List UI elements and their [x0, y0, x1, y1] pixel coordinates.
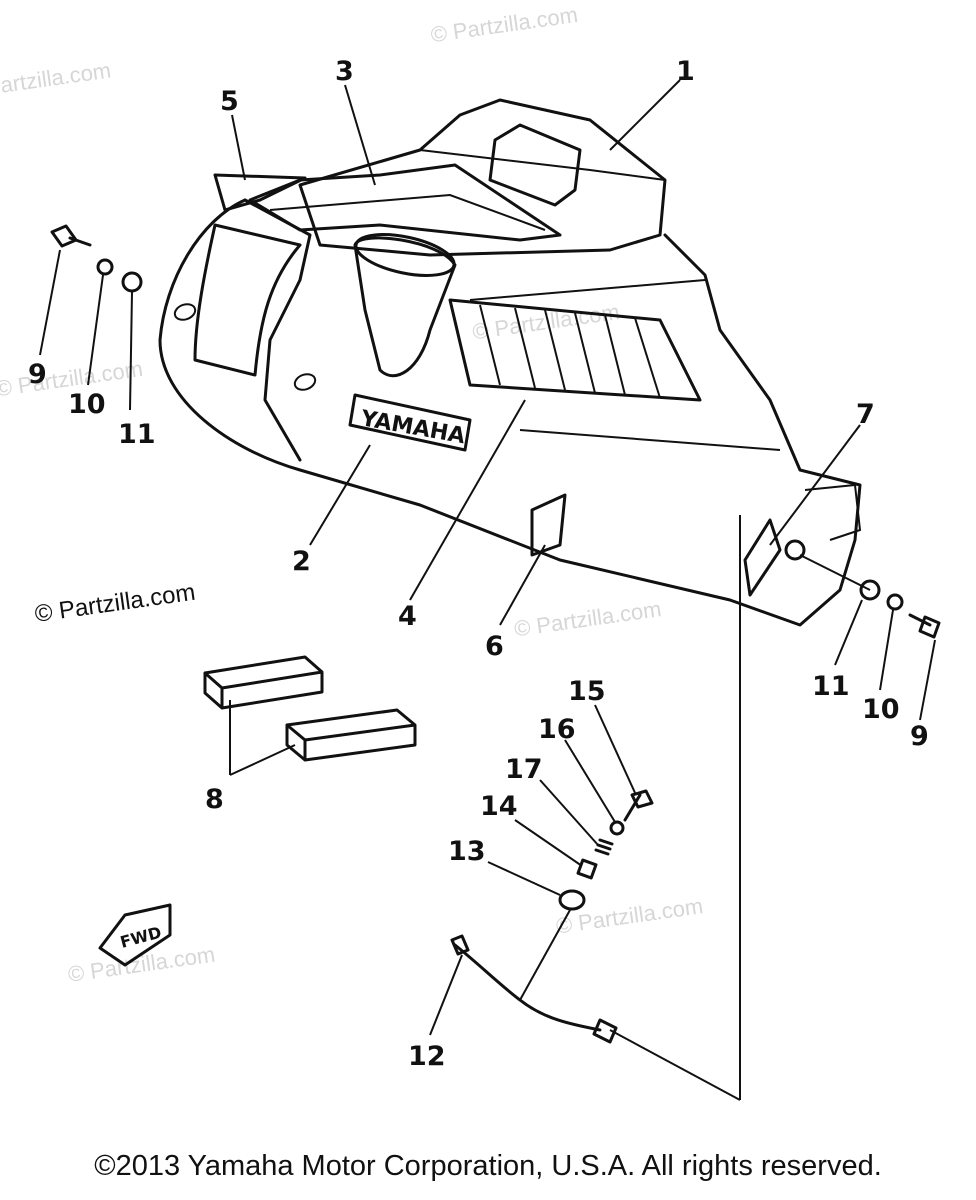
spring — [594, 838, 614, 856]
label-part-7: 7 — [856, 399, 875, 430]
label-part-12: 12 — [408, 1041, 446, 1072]
label-part-4: 4 — [398, 601, 417, 632]
foam-pad — [203, 655, 324, 710]
right-fastener-axis — [799, 554, 871, 591]
label-part-5: 5 — [220, 86, 239, 117]
label-part-10-left: 10 — [68, 389, 106, 420]
cover-upper-strip — [248, 163, 562, 242]
cover-flap — [213, 173, 307, 212]
label-part-16: 16 — [538, 714, 576, 745]
left-bolt — [50, 224, 92, 248]
lower-hardware — [450, 789, 741, 1101]
label-part-17: 17 — [505, 754, 543, 785]
vent-slats — [479, 304, 661, 399]
watermark: © Partzilla.com — [66, 942, 216, 987]
right-bolt — [908, 613, 941, 639]
cable-clip — [592, 1018, 618, 1044]
label-part-14: 14 — [480, 791, 518, 822]
hardware-axis — [519, 909, 571, 1001]
foam-pad — [285, 708, 417, 762]
side-emblem — [743, 518, 782, 597]
cover-strip-line — [269, 193, 546, 231]
washer — [609, 820, 625, 836]
cover-top-window — [488, 123, 582, 207]
right-fasteners — [799, 554, 941, 639]
screw — [623, 789, 654, 822]
label-part-1: 1 — [676, 56, 695, 87]
fwd-arrow — [98, 903, 172, 967]
main-watermark: © Partzilla.com — [33, 579, 197, 628]
watermark: © Partzilla.com — [554, 893, 704, 938]
copyright-notice: ©2013 Yamaha Motor Corporation, U.S.A. A… — [94, 1150, 882, 1182]
label-part-13: 13 — [448, 836, 486, 867]
label-part-2: 2 — [292, 546, 311, 577]
label-part-9-right: 9 — [910, 721, 929, 752]
vent-grille — [448, 298, 702, 402]
spacer — [558, 889, 586, 911]
side-grommet — [784, 539, 806, 561]
cover-body-outline — [158, 198, 862, 627]
left-washer — [96, 258, 114, 276]
label-part-11-right: 11 — [812, 671, 850, 702]
cover-front-bolt — [173, 303, 197, 321]
engine-cover: YAMAHA — [158, 98, 862, 1100]
left-fasteners — [50, 224, 143, 293]
watermark-layer: © Partzilla.com © Partzilla.com © Partzi… — [0, 2, 705, 987]
label-part-6: 6 — [485, 631, 504, 662]
cover-front-recess — [193, 223, 302, 377]
cover-top-ridge — [419, 149, 666, 181]
cover-mid-line — [469, 279, 781, 451]
label-part-8: 8 — [205, 784, 224, 815]
leader-lines — [39, 79, 936, 1036]
cover-logo: YAMAHA — [358, 406, 467, 449]
watermark: © Partzilla.com — [0, 57, 113, 102]
decal — [530, 493, 567, 557]
watermark: © Partzilla.com — [513, 596, 663, 641]
watermark: © Partzilla.com — [429, 2, 579, 47]
label-part-10-right: 10 — [862, 694, 900, 725]
left-grommet — [121, 271, 143, 293]
part-labels: 1 3 5 9 10 11 2 4 6 7 11 10 9 8 15 16 17… — [28, 56, 929, 1072]
foam-pads — [203, 655, 417, 762]
watermark: © Partzilla.com — [471, 299, 621, 344]
right-washer — [886, 593, 904, 611]
cable-grommet — [450, 934, 470, 956]
label-part-9-left: 9 — [28, 359, 47, 390]
fwd-mark: FWD — [118, 923, 163, 952]
label-part-3: 3 — [335, 56, 354, 87]
label-part-15: 15 — [568, 676, 606, 707]
cover-rear-detail — [804, 483, 862, 541]
cover-side-bolt — [293, 373, 317, 391]
right-grommet — [859, 579, 881, 601]
cable-leader — [609, 1029, 741, 1101]
intake-funnel-rim — [354, 233, 456, 277]
logo-plate — [348, 393, 472, 452]
intake-funnel — [353, 236, 457, 378]
collar — [576, 858, 598, 880]
label-part-11-left: 11 — [118, 419, 156, 450]
